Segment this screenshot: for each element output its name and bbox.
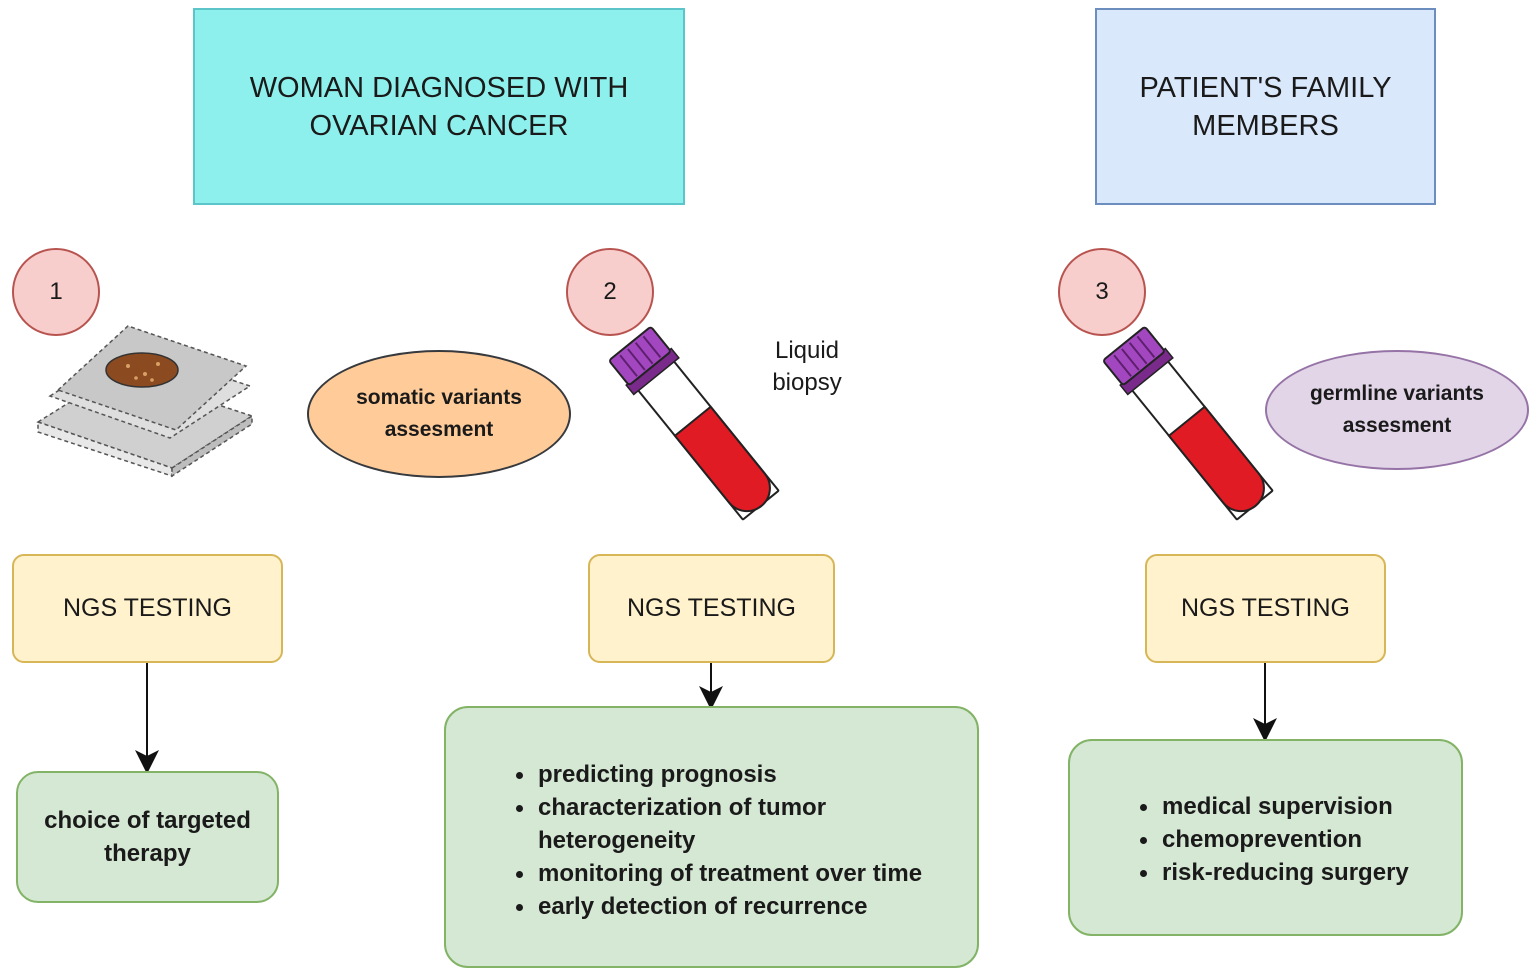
step-number-2: 2 bbox=[603, 278, 617, 305]
liquid-line-2: biopsy bbox=[772, 369, 842, 396]
ngs-testing-box-1: NGS TESTING bbox=[12, 554, 283, 663]
germline-line-2: assesment bbox=[1342, 414, 1452, 437]
header-patient: WOMAN DIAGNOSED WITH OVARIAN CANCER bbox=[193, 8, 685, 205]
header-family: PATIENT'S FAMILY MEMBERS bbox=[1095, 8, 1436, 205]
ngs-label-2: NGS TESTING bbox=[626, 594, 796, 622]
outcome-1-line-1: choice of targeted bbox=[44, 807, 251, 834]
outcome-2-list: predicting prognosis characterization of… bbox=[510, 758, 958, 923]
step-number-1: 1 bbox=[49, 278, 63, 305]
germline-line-1: germline variants bbox=[1310, 382, 1484, 405]
step-circle-3: 3 bbox=[1058, 248, 1146, 336]
outcome-box-3: medical supervision chemoprevention risk… bbox=[1068, 739, 1463, 936]
ngs-label-3: NGS TESTING bbox=[1180, 594, 1350, 622]
step-circle-2: 2 bbox=[566, 248, 654, 336]
list-item: early detection of recurrence bbox=[516, 890, 958, 923]
list-item: predicting prognosis bbox=[516, 758, 958, 791]
outcome-box-2: predicting prognosis characterization of… bbox=[444, 706, 979, 968]
ngs-label-1: NGS TESTING bbox=[62, 594, 232, 622]
step-number-3: 3 bbox=[1095, 278, 1109, 305]
liquid-line-1: Liquid bbox=[774, 337, 840, 364]
list-item: characterization of tumor heterogeneity bbox=[516, 791, 958, 857]
outcome-1-line-2: therapy bbox=[104, 840, 191, 867]
header-patient-line-1: WOMAN DIAGNOSED WITH bbox=[249, 71, 629, 104]
tissue-slide-icon bbox=[36, 325, 254, 478]
header-patient-line-2: OVARIAN CANCER bbox=[309, 109, 569, 142]
ngs-testing-box-2: NGS TESTING bbox=[588, 554, 835, 663]
somatic-line-2: assesment bbox=[384, 418, 494, 441]
outcome-3-list: medical supervision chemoprevention risk… bbox=[1134, 790, 1462, 889]
list-item: medical supervision bbox=[1140, 790, 1462, 823]
list-item: risk-reducing surgery bbox=[1140, 856, 1462, 889]
header-family-line-1: PATIENT'S FAMILY bbox=[1139, 71, 1392, 104]
germline-variants-ellipse: germline variants assesment bbox=[1265, 350, 1529, 470]
outcome-box-1: choice of targeted therapy bbox=[16, 771, 279, 903]
ngs-testing-box-3: NGS TESTING bbox=[1145, 554, 1386, 663]
list-item: chemoprevention bbox=[1140, 823, 1462, 856]
somatic-variants-ellipse: somatic variants assesment bbox=[307, 350, 571, 478]
step-circle-1: 1 bbox=[12, 248, 100, 336]
header-family-line-2: MEMBERS bbox=[1192, 109, 1339, 142]
list-item: monitoring of treatment over time bbox=[516, 857, 958, 890]
liquid-biopsy-label: Liquid biopsy bbox=[752, 335, 862, 399]
blood-tube-icon-2 bbox=[1103, 326, 1274, 521]
somatic-line-1: somatic variants bbox=[356, 386, 522, 409]
